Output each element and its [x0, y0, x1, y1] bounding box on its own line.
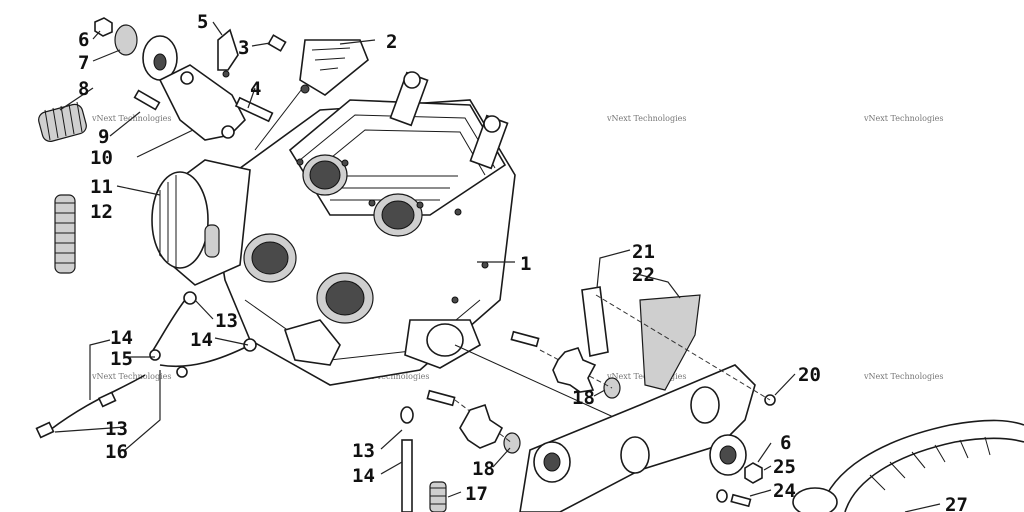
part-label-4: 4: [250, 78, 261, 100]
part-label-13-a: 13: [215, 310, 238, 332]
part-label-16: 16: [105, 441, 128, 463]
part-label-27: 27: [945, 494, 968, 512]
spring-8: [38, 101, 87, 142]
part-label-13-c: 13: [352, 440, 375, 462]
part-label-3: 3: [238, 37, 249, 59]
part-label-6: 6: [78, 29, 89, 51]
part-label-18-b: 18: [472, 458, 495, 480]
recoil-starter-drawing: [151, 159, 251, 286]
part-label-25: 25: [773, 456, 796, 478]
watermark-4: vNext Technologies: [863, 114, 943, 123]
part-label-5: 5: [197, 11, 208, 33]
part-label-15: 15: [110, 348, 133, 370]
fuel-hoses-drawing: [35, 291, 414, 512]
part-label-6-right: 6: [780, 432, 791, 454]
part-label-14-a: 14: [110, 327, 133, 349]
part-label-20: 20: [798, 364, 821, 386]
part-label-12: 12: [90, 201, 113, 223]
part-label-17: 17: [465, 483, 488, 505]
part-label-10: 10: [90, 147, 113, 169]
watermark-6: vNext Technologies: [349, 372, 429, 381]
part-label-24: 24: [773, 480, 796, 502]
starter-handle-drawing: [254, 39, 369, 151]
part-label-2: 2: [386, 31, 397, 53]
part-label-1: 1: [520, 253, 531, 275]
upper-left-parts-drawing: [38, 17, 287, 142]
watermark-8: vNext Technologies: [863, 372, 943, 381]
watermark-5: vNext Technologies: [91, 372, 171, 381]
engine-block-drawing: [209, 71, 621, 421]
part-label-22: 22: [632, 264, 655, 286]
watermark-3: vNext Technologies: [606, 114, 686, 123]
part-label-7: 7: [78, 52, 89, 74]
part-label-8: 8: [78, 78, 89, 100]
part-labels: 1 2 3 4 5 6 6 7 8 9 10 11 12 13 13 13 14…: [78, 11, 968, 512]
spring-17-drawing: [429, 481, 447, 512]
part-label-9: 9: [98, 126, 109, 148]
part-label-11: 11: [90, 176, 113, 198]
part-label-14-c: 14: [352, 465, 375, 487]
part-label-13-b: 13: [105, 418, 128, 440]
engine-mount-drawing: [426, 286, 776, 512]
drive-belt-drawing: [792, 419, 1024, 512]
part-label-14-b: 14: [190, 329, 213, 351]
spring-12-drawing: [54, 194, 76, 274]
part-label-21: 21: [632, 241, 655, 263]
leader-lines: [54, 21, 941, 512]
part-label-18-a: 18: [572, 387, 595, 409]
